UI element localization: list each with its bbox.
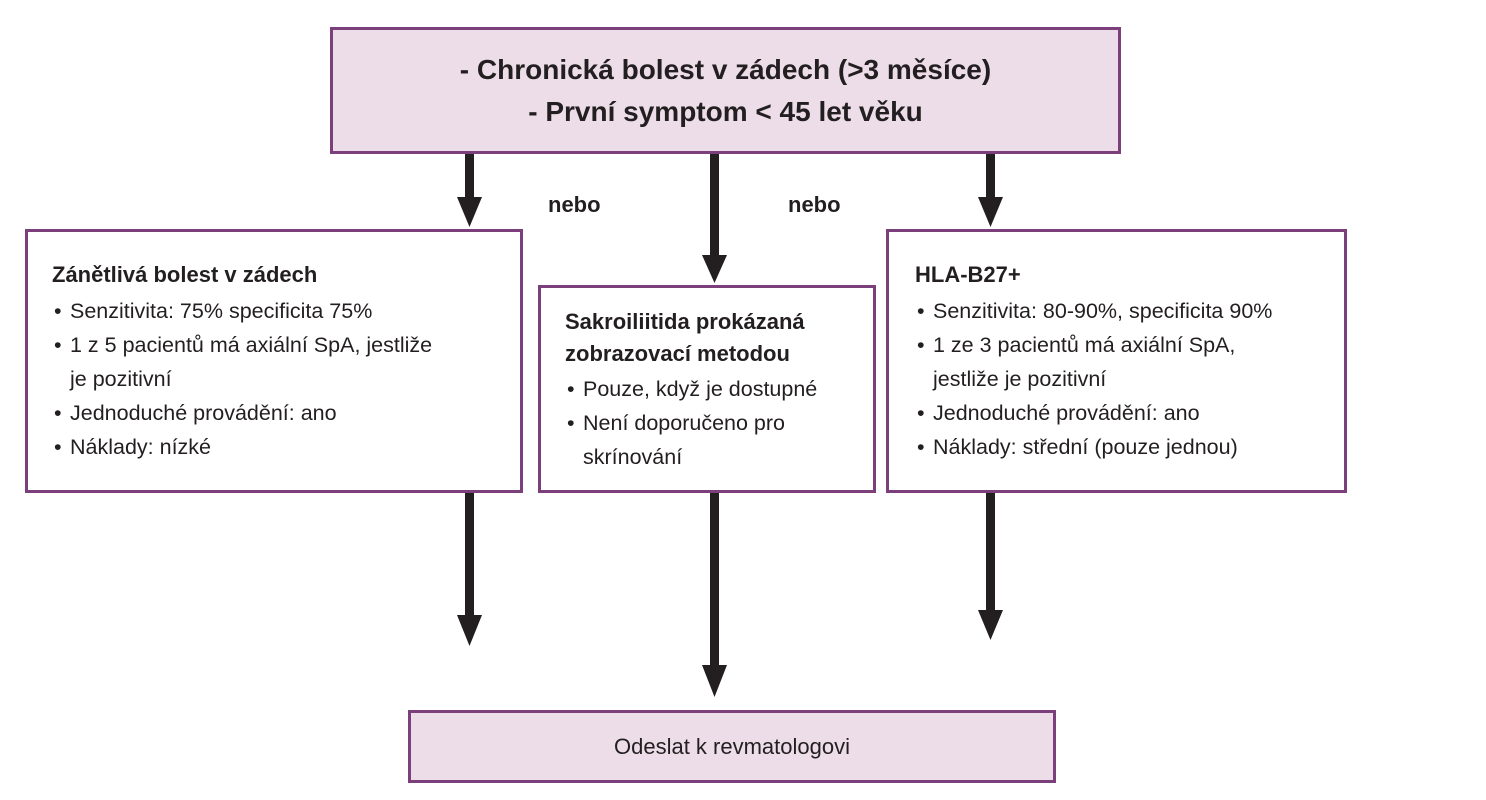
hla-b27-list: Senzitivita: 80-90%, specificita 90% 1 z… [915,294,1344,464]
arrow-top-to-middle [702,154,727,283]
sacroiliitis-imaging-box: Sakroiliitida prokázaná zobrazovací meto… [538,285,876,493]
referral-box: Odeslat k revmatologovi [408,710,1056,783]
inflammatory-back-pain-box: Zánětlivá bolest v zádech Senzitivita: 7… [25,229,523,493]
sacroiliitis-imaging-list: Pouze, když je dostupné Není doporučeno … [565,372,873,474]
list-item: Pouze, když je dostupné [565,372,873,406]
arrow-top-to-left [457,154,482,227]
list-item: 1 ze 3 pacientů má axiální SpA, [915,328,1344,362]
inflammatory-back-pain-title: Zánětlivá bolest v zádech [52,262,318,287]
list-item: Náklady: nízké [52,430,520,464]
arrow-middle-to-bottom [702,493,727,697]
list-item: Jednoduché provádění: ano [52,396,520,430]
arrow-left-down [457,490,482,646]
list-item-continuation: skrínování [583,445,683,469]
list-item-continuation: je pozitivní [70,367,172,391]
or-label-left: nebo [548,192,601,217]
list-item: 1 z 5 pacientů má axiální SpA, jestliže [52,328,520,362]
or-label-right: nebo [788,192,841,217]
sacroiliitis-imaging-title: Sakroiliitida prokázaná zobrazovací meto… [565,306,873,370]
list-item: Senzitivita: 75% specificita 75% [52,294,520,328]
arrow-top-to-right [978,154,1003,227]
referral-label: Odeslat k revmatologovi [614,733,850,759]
list-item: Senzitivita: 80-90%, specificita 90% [915,294,1344,328]
criteria-line-2: - První symptom < 45 let věku [528,95,923,127]
hla-b27-title: HLA-B27+ [915,262,1021,287]
sacroiliitis-title-line-2: zobrazovací metodou [565,341,790,366]
list-item: Není doporučeno pro [565,406,873,440]
hla-b27-box: HLA-B27+ Senzitivita: 80-90%, specificit… [886,229,1347,493]
criteria-box: - Chronická bolest v zádech (>3 měsíce) … [330,27,1121,154]
inflammatory-back-pain-list: Senzitivita: 75% specificita 75% 1 z 5 p… [52,294,520,464]
list-item: Jednoduché provádění: ano [915,396,1344,430]
sacroiliitis-title-line-1: Sakroiliitida prokázaná [565,309,805,334]
list-item-continuation: jestliže je pozitivní [933,367,1107,391]
list-item: Náklady: střední (pouze jednou) [915,430,1344,464]
criteria-line-1: - Chronická bolest v zádech (>3 měsíce) [459,53,992,85]
arrow-right-down [978,490,1003,640]
